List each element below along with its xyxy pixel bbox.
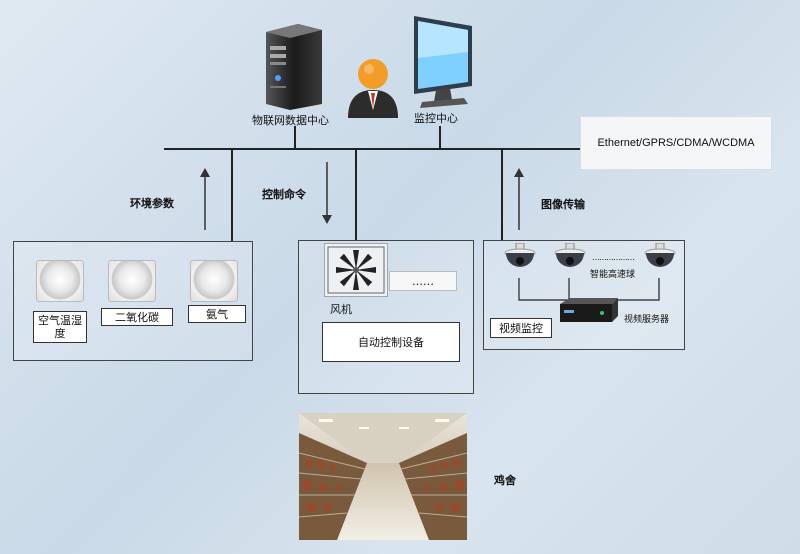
operator-icon — [344, 56, 402, 118]
server-label: 物联网数据中心 — [252, 114, 329, 127]
server-icon — [258, 20, 330, 110]
auto-control-device-box: 自动控制设备 — [322, 322, 460, 362]
image-transfer-arrow — [514, 168, 524, 230]
env-params-arrow — [200, 168, 210, 230]
co2-sensor-icon — [108, 260, 156, 302]
video-network-lines — [518, 278, 660, 301]
fan-label: 风机 — [330, 303, 352, 316]
monitor-icon — [406, 12, 480, 108]
monitor-label: 监控中心 — [414, 112, 458, 125]
control-cmd-label: 控制命令 — [262, 188, 306, 201]
env-params-label: 环境参数 — [130, 197, 174, 210]
chicken-house-label: 鸡舍 — [494, 474, 516, 487]
server-connector — [294, 126, 296, 149]
monitor-connector — [439, 126, 441, 149]
control-cmd-arrow — [322, 162, 332, 224]
ammonia-label: 氨气 — [188, 305, 246, 323]
dots-placeholder: …… — [389, 271, 457, 291]
video-server-label: 视频服务器 — [624, 315, 670, 325]
air-temp-humidity-sensor-icon — [36, 260, 84, 302]
speed-dome-label: 智能高速球 — [590, 270, 636, 280]
ammonia-sensor-icon — [190, 260, 238, 302]
co2-label: 二氧化碳 — [101, 308, 173, 326]
speed-dome-camera-icon-2 — [553, 242, 587, 279]
air-temp-humidity-label: 空气温湿度 — [33, 311, 87, 343]
video-connector — [501, 148, 503, 240]
network-protocol-label: Ethernet/GPRS/CDMA/WCDMA — [580, 116, 772, 170]
speed-dome-camera-icon-1 — [503, 242, 537, 279]
chicken-house-photo — [299, 413, 467, 540]
sensor-connector — [231, 148, 233, 242]
video-server-icon — [556, 296, 620, 326]
fan-icon — [324, 243, 388, 297]
image-transfer-label: 图像传输 — [541, 198, 585, 211]
network-bus-line — [164, 148, 580, 150]
video-monitor-label: 视频监控 — [490, 318, 552, 338]
speed-dome-camera-icon-3 — [643, 242, 677, 279]
control-connector — [355, 148, 357, 240]
video-dots: ……………… — [592, 253, 635, 262]
